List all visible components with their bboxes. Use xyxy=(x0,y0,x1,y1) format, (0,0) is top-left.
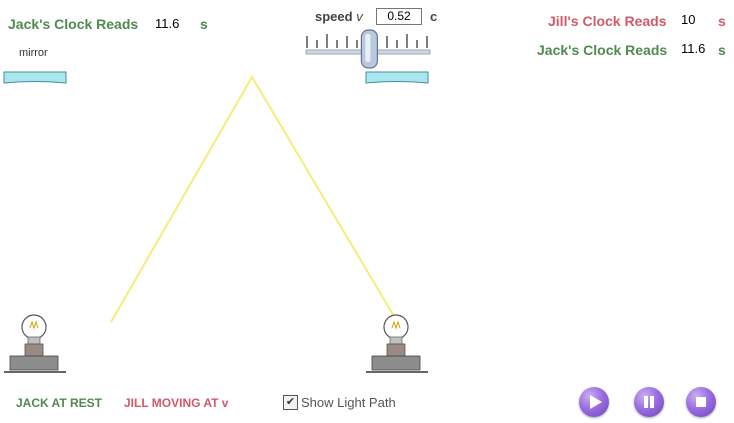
jill-bulb xyxy=(366,314,428,373)
jack-bulb xyxy=(4,314,66,373)
mirror-label: mirror xyxy=(19,47,48,59)
jack-clock-left: Jack's Clock Reads xyxy=(8,16,138,34)
jack-clock-unit: s xyxy=(200,16,208,32)
jack-clock-value: 11.6 xyxy=(155,16,180,31)
show-light-path-label: Show Light Path xyxy=(301,395,396,410)
pause-icon xyxy=(644,396,654,408)
bulb-icon xyxy=(383,314,409,345)
bulb-socket xyxy=(386,343,406,357)
jack-clock-label: Jack's Clock Reads xyxy=(8,16,139,32)
speed-unit: c xyxy=(430,9,438,24)
pause-button[interactable] xyxy=(634,387,664,417)
bulb-socket xyxy=(24,343,44,357)
stop-icon xyxy=(696,397,706,407)
show-light-path-toggle[interactable]: ✔ Show Light Path xyxy=(283,395,396,410)
slider-thumb[interactable] xyxy=(360,29,379,69)
checkmark-icon: ✔ xyxy=(285,396,296,408)
light-path-line xyxy=(110,75,396,323)
play-icon xyxy=(590,395,602,409)
mirror-left xyxy=(3,71,67,84)
speed-label: speed v xyxy=(315,9,363,24)
speed-value-field[interactable]: 0.52 xyxy=(376,8,422,25)
jill-clock-label: Jill's Clock Reads xyxy=(548,13,667,29)
jack-clock-unit-right: s xyxy=(718,42,726,58)
speed-label-text: speed xyxy=(315,9,353,24)
jill-clock-value: 10 xyxy=(681,12,696,27)
slider-ticks xyxy=(306,34,428,48)
speed-symbol: v xyxy=(356,9,363,24)
speed-slider[interactable] xyxy=(304,26,434,72)
stop-button[interactable] xyxy=(686,387,716,417)
bulb-icon xyxy=(21,314,47,345)
play-button[interactable] xyxy=(579,387,609,417)
jill-clock-unit: s xyxy=(718,13,726,29)
jack-clock-value-right: 11.6 xyxy=(681,41,706,56)
jack-clock-label-right: Jack's Clock Reads xyxy=(537,42,668,58)
jack-status: JACK AT REST xyxy=(16,396,103,410)
bulb-base xyxy=(9,355,59,371)
jill-status: JILL MOVING AT v xyxy=(124,396,229,410)
bulb-base xyxy=(371,355,421,371)
mirror-right xyxy=(365,71,429,84)
show-light-path-checkbox[interactable]: ✔ xyxy=(283,395,298,410)
